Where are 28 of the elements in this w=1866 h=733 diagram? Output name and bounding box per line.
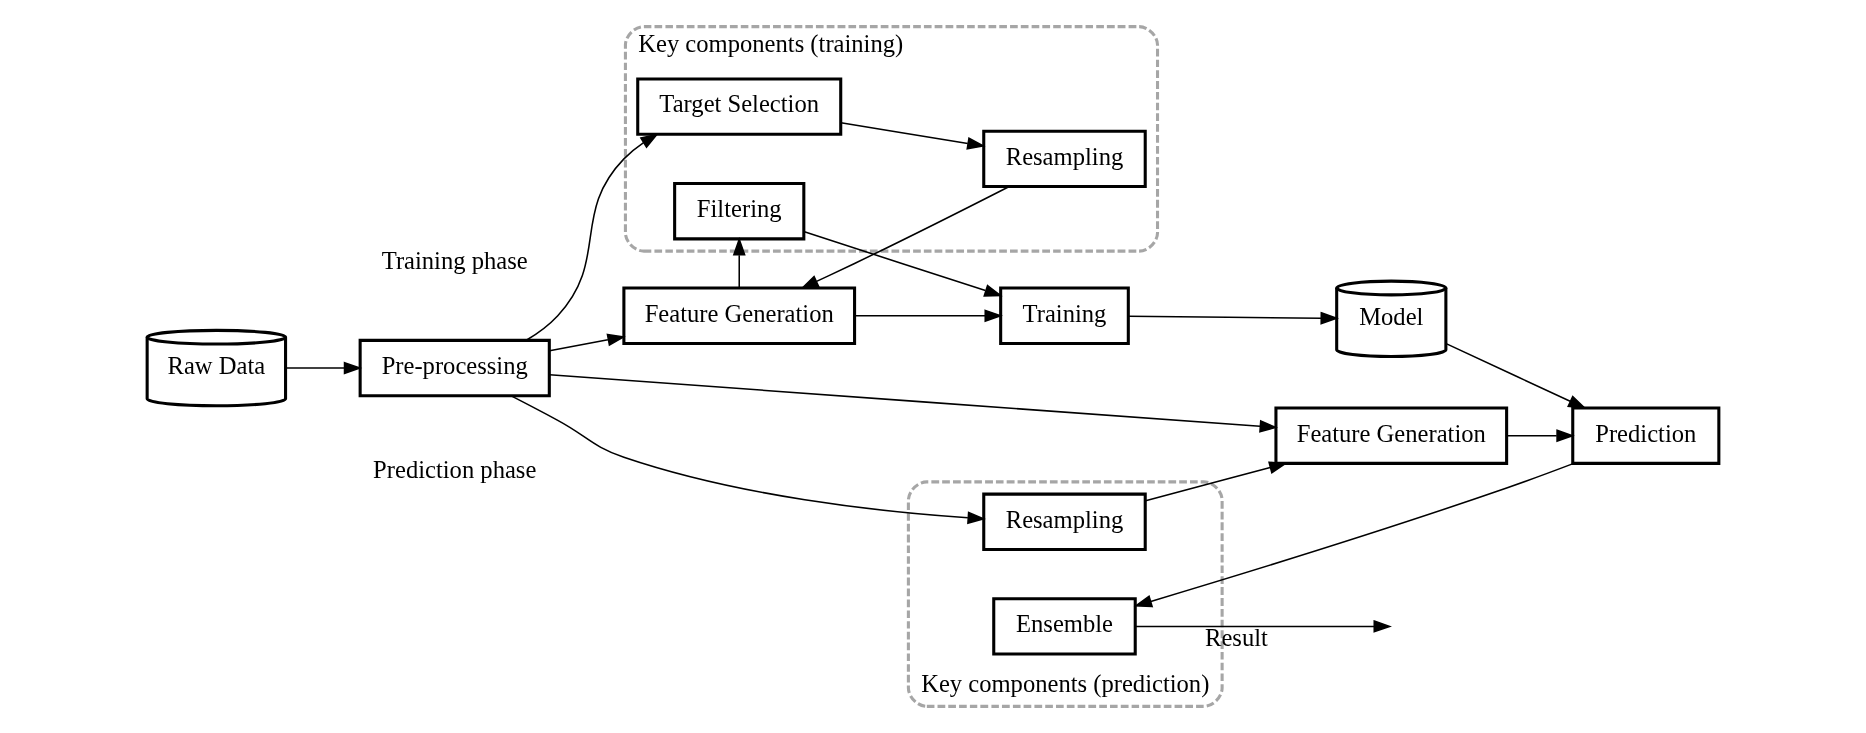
arrow bbox=[800, 185, 1010, 289]
node-box: Target Selection bbox=[636, 77, 843, 136]
arrow bbox=[548, 333, 626, 352]
arrow bbox=[1445, 342, 1587, 409]
arrow bbox=[1134, 619, 1392, 633]
arrow bbox=[854, 309, 1003, 323]
node-box: Feature Generation bbox=[1274, 406, 1509, 465]
node-box: Pre-processing bbox=[358, 338, 551, 398]
arrow bbox=[1133, 462, 1574, 608]
node-box: Training bbox=[999, 286, 1130, 345]
node-box: Prediction bbox=[1571, 406, 1721, 465]
arrow bbox=[548, 374, 1278, 433]
node-box: Resampling bbox=[982, 492, 1147, 552]
arrow bbox=[1127, 311, 1339, 325]
arrow bbox=[510, 395, 986, 525]
arrow bbox=[840, 122, 986, 150]
label: Training phase bbox=[381, 247, 528, 275]
arrow bbox=[1506, 429, 1575, 443]
arrow bbox=[732, 237, 746, 289]
arrow bbox=[285, 361, 363, 375]
node-box: Resampling bbox=[982, 129, 1147, 189]
arrow bbox=[1144, 461, 1288, 502]
label: Prediction phase bbox=[373, 456, 537, 484]
arrow bbox=[803, 231, 1003, 297]
node-box: Ensemble bbox=[992, 597, 1137, 656]
node-box: Filtering bbox=[673, 181, 806, 241]
arrow bbox=[525, 133, 659, 341]
node-box: Feature Generation bbox=[622, 286, 857, 345]
